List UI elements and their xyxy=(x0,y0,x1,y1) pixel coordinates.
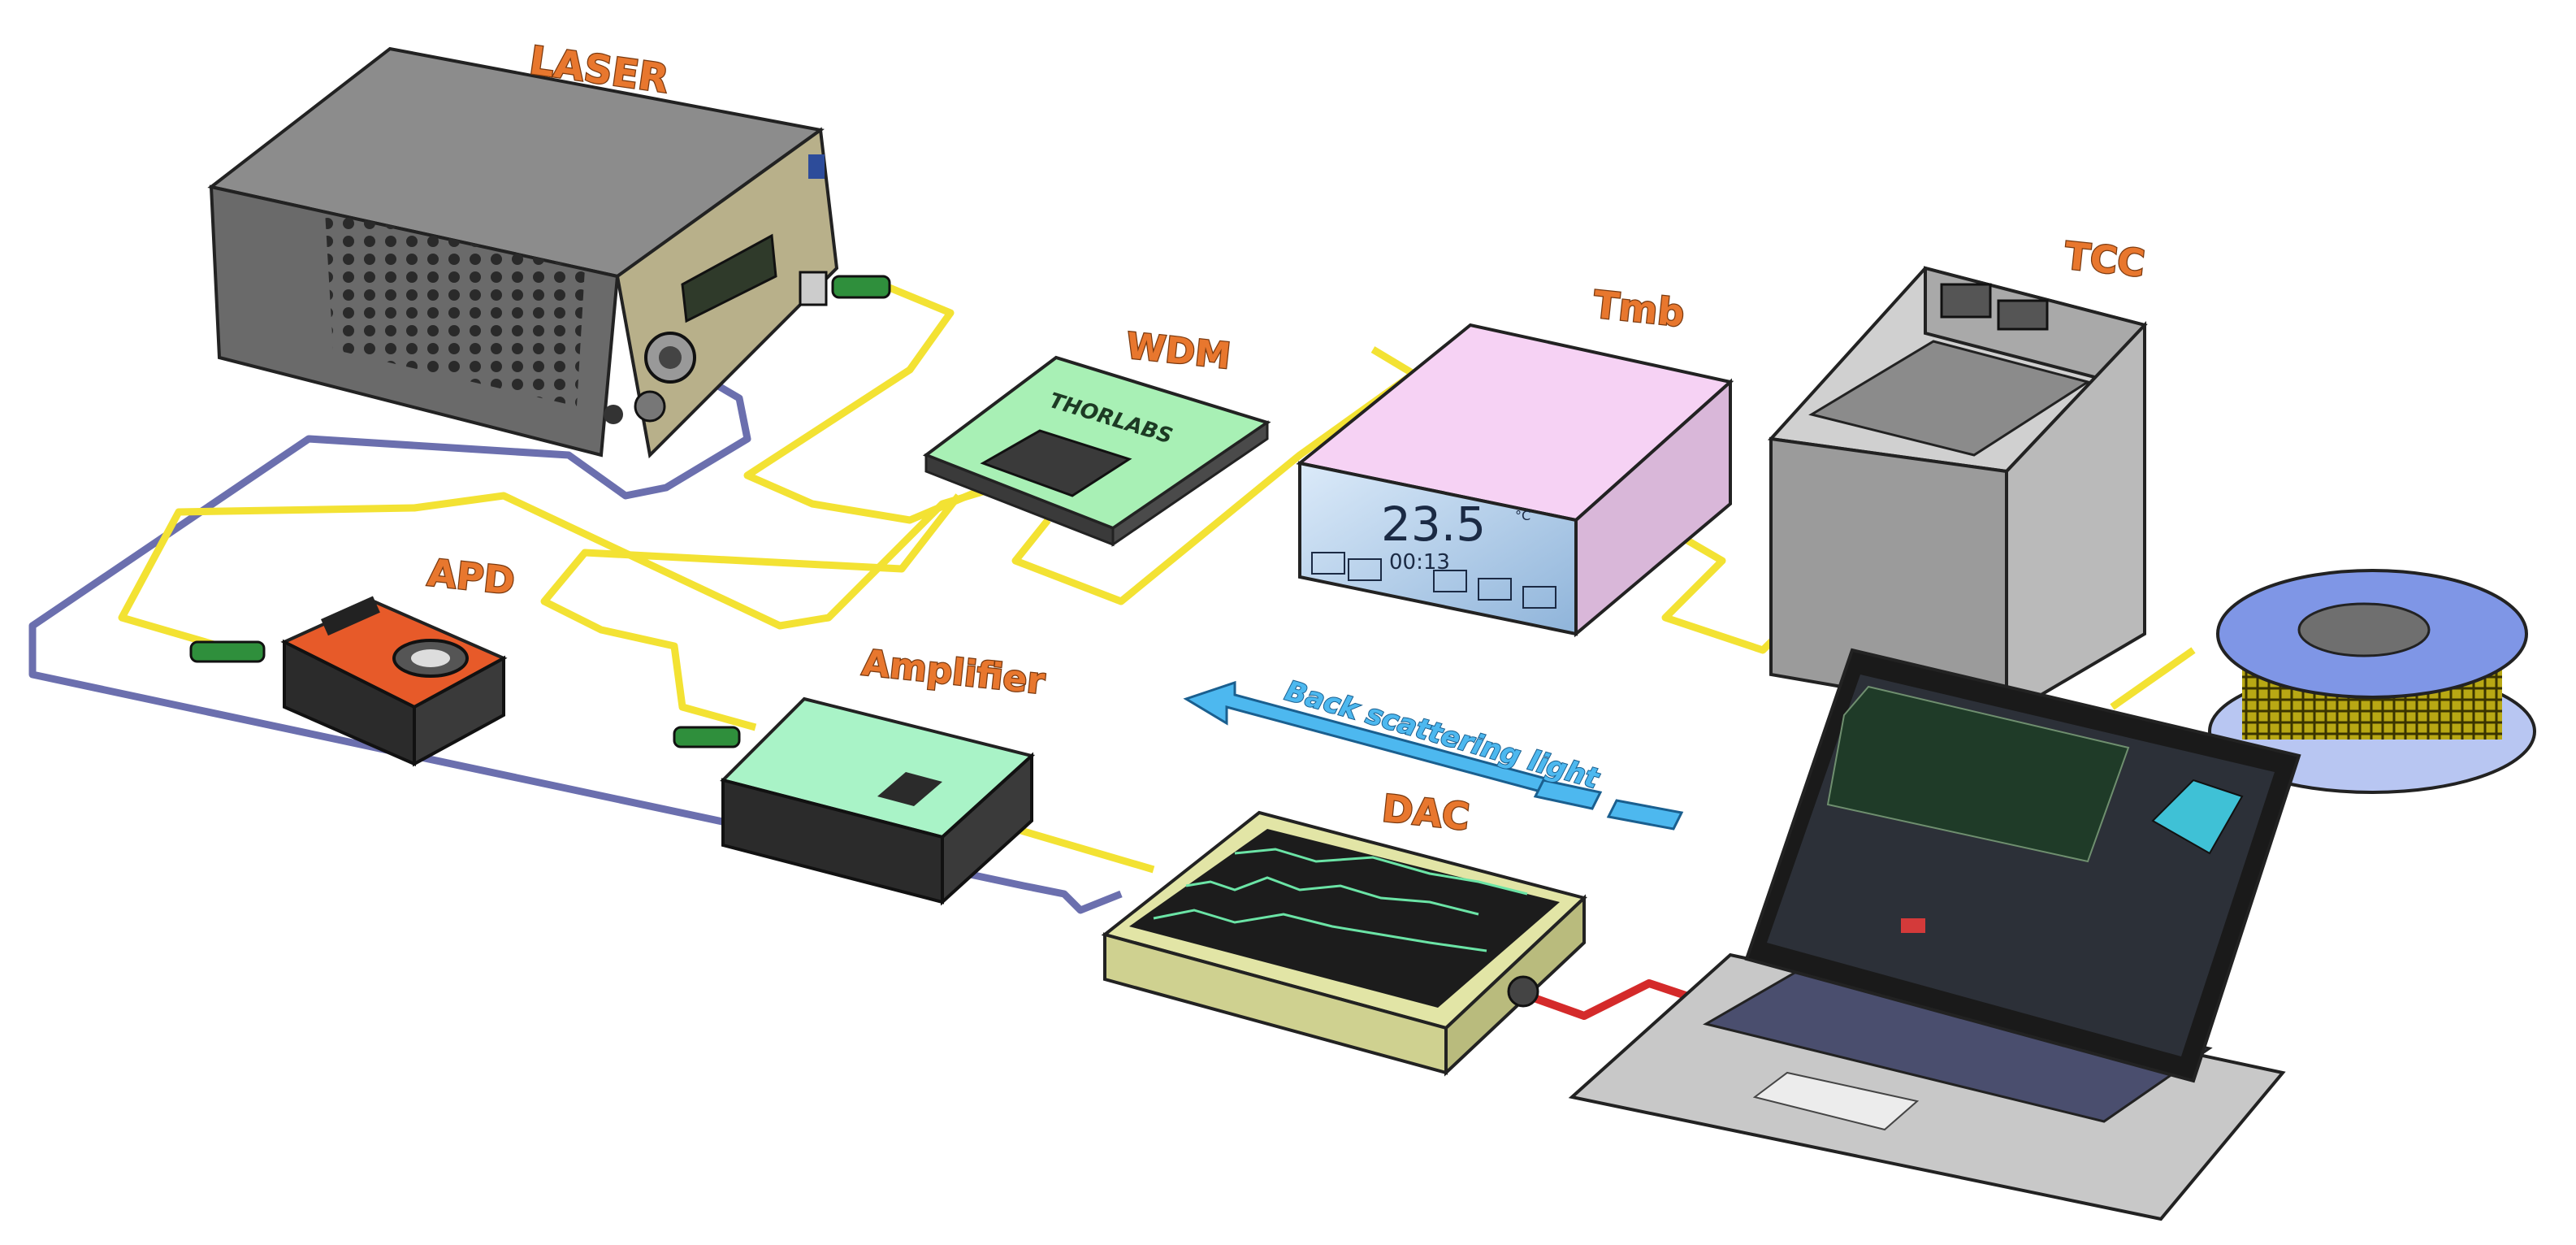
purple-cable xyxy=(28,372,1123,914)
amplifier-device xyxy=(673,696,1036,906)
laser-fiber-connector xyxy=(831,275,891,299)
tcc-device xyxy=(1767,266,2148,718)
laser-device xyxy=(207,46,891,459)
dac-device xyxy=(1101,810,1587,1077)
tmb-label: Tmb xyxy=(1591,282,1686,335)
laptop-computer xyxy=(1568,648,2301,1221)
apd-label: APD xyxy=(426,550,517,603)
wdm-device: THORLABS xyxy=(922,355,1271,547)
amplifier-label: Amplifier xyxy=(860,642,1047,702)
tmb-unit-readout: °C xyxy=(1515,508,1530,523)
wdm-label: WDM xyxy=(1124,325,1232,377)
tmb-temperature-readout: 23.5 xyxy=(1381,497,1486,552)
apd-device xyxy=(189,596,508,767)
red-usb-cable xyxy=(1526,979,1699,1020)
yellow-fiber xyxy=(118,282,2196,874)
dac-label: DAC xyxy=(1380,786,1472,839)
amplifier-fiber-connector xyxy=(673,726,741,748)
tcc-label: TCC xyxy=(2063,233,2147,285)
apd-fiber-connector xyxy=(189,640,266,663)
tmb-device: 23.5 °C 00:13 xyxy=(1296,323,1734,638)
tmb-touch-buttons xyxy=(1311,552,1556,609)
dac-signal-traces xyxy=(1153,848,1528,952)
